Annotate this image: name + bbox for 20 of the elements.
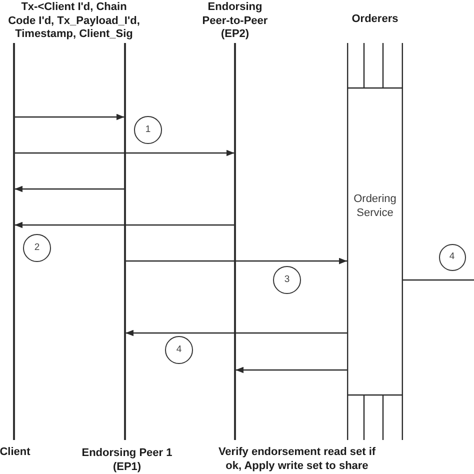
message-note: Tx-<Client I'd, Chain Code I'd, Tx_Payload_I'd, Timestamp, Client_Sig bbox=[8, 1, 140, 42]
participant-label: Endorsing Peer 1 (EP1) bbox=[80, 447, 174, 474]
participant-label: Endorsing Peer-to-Peer (EP2) bbox=[201, 1, 269, 42]
arrow bbox=[14, 186, 124, 192]
participant-label: Client bbox=[0, 446, 32, 460]
arrow bbox=[126, 258, 347, 264]
step-number-circle: 1 bbox=[134, 116, 162, 144]
participant-label: Orderers bbox=[350, 13, 400, 26]
note-text: Verify endorsement read set if ok, Apply write set to share bbox=[217, 446, 377, 473]
connector-line bbox=[403, 279, 474, 281]
step-number-circle: 3 bbox=[273, 266, 301, 294]
arrow bbox=[14, 222, 234, 228]
step-number-circle: 4 bbox=[165, 336, 193, 364]
step-number-circle: 2 bbox=[23, 234, 51, 262]
arrow bbox=[14, 150, 234, 156]
arrow bbox=[126, 330, 347, 336]
arrow bbox=[236, 366, 347, 374]
arrow bbox=[14, 114, 124, 120]
step-number-circle: 4 bbox=[438, 244, 466, 270]
service-label: Ordering Service bbox=[352, 193, 398, 220]
